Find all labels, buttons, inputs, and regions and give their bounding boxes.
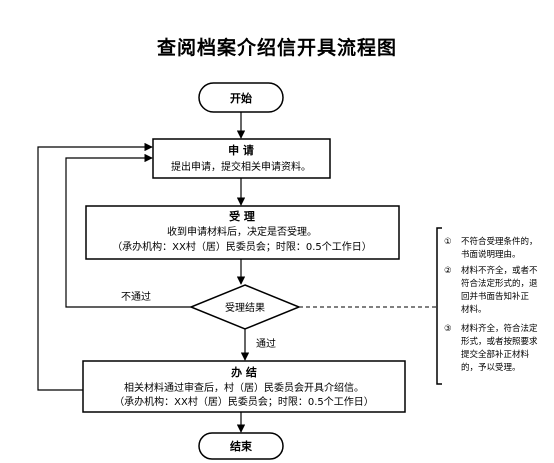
note-1-line-1: 不符合受理条件的，	[461, 236, 538, 247]
note-3-marker: ③	[444, 324, 452, 334]
note-2-marker: ②	[444, 266, 452, 276]
side-notes: ① 不符合受理条件的， 书面说明理由。 ② 材料不齐全，或者不 符合法定形式的，…	[436, 227, 538, 385]
apply-desc: 提出申请，提交相关申请资料。	[171, 160, 311, 173]
end-label: 结束	[229, 439, 253, 453]
start-node: 开始	[198, 82, 284, 113]
reject-label: 不通过	[121, 290, 151, 303]
note-2-line-4: 材料。	[461, 304, 487, 315]
note-3-line-4: 的，予以受理。	[461, 362, 521, 373]
handle-title: 办 结	[231, 365, 257, 379]
arrow-reject-loop	[65, 153, 191, 308]
accept-title: 受 理	[229, 209, 255, 223]
accept-desc: 收到申请材料后，决定是否受理。	[167, 225, 317, 238]
note-3-line-2: 形式，或者按照要求	[461, 336, 538, 347]
apply-title: 申 请	[228, 143, 254, 157]
note-3-line-1: 材料齐全，符合法定	[461, 323, 538, 334]
note-1-marker: ①	[444, 237, 452, 247]
page-title: 查阅档案介绍信开具流程图	[156, 36, 397, 59]
handle-note: （承办机构：XX村（居）民委员会；时限：0.5个工作日）	[114, 395, 374, 408]
accept-node: 受 理 收到申请材料后，决定是否受理。 （承办机构：XX村（居）民委员会；时限：…	[85, 205, 400, 260]
note-1-line-2: 书面说明理由。	[461, 249, 521, 260]
decision-label: 受理结果	[225, 301, 265, 314]
accept-note: （承办机构：XX村（居）民委员会；时限：0.5个工作日）	[112, 240, 372, 253]
start-label: 开始	[230, 91, 252, 105]
note-2-line-1: 材料不齐全，或者不	[461, 265, 538, 276]
pass-label: 通过	[256, 337, 276, 350]
note-3-line-3: 提交全部补正材料	[461, 349, 530, 360]
handle-desc: 相关材料通过审查后，村（居）民委员会开具介绍信。	[124, 381, 364, 394]
note-2-line-2: 符合法定形式的，退	[461, 278, 538, 289]
note-2-line-3: 回并书面告知补正	[461, 291, 530, 302]
handle-node: 办 结 相关材料通过审查后，村（居）民委员会开具介绍信。 （承办机构：XX村（居…	[82, 360, 406, 413]
apply-node: 申 请 提出申请，提交相关申请资料。	[152, 138, 331, 179]
arrow-outer-loop	[37, 142, 153, 391]
end-node: 结束	[198, 432, 284, 460]
decision-node: 受理结果	[189, 284, 301, 330]
